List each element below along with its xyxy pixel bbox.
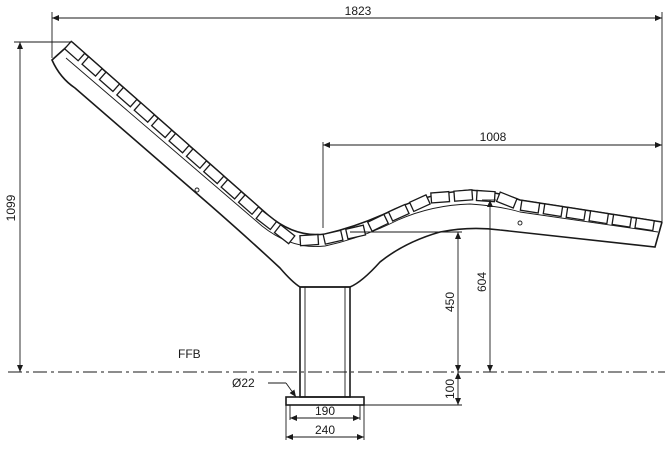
slat <box>366 213 390 233</box>
base-width-dimension: 240 <box>285 405 365 440</box>
slat <box>168 132 191 154</box>
slat <box>430 190 451 204</box>
anchor-diameter-value: Ø22 <box>232 376 255 390</box>
slat <box>237 193 260 216</box>
post-height-value: 450 <box>443 292 457 312</box>
lounger-top-edge <box>71 41 663 236</box>
support-post <box>285 286 365 406</box>
slat <box>408 193 432 213</box>
lounger-body <box>51 41 663 288</box>
overall-length-dimension: 1823 <box>51 4 663 222</box>
mounting-hole <box>194 187 200 193</box>
backrest-height-dimension: 1099 <box>4 41 72 372</box>
slat <box>63 40 86 62</box>
seat-height-value: 604 <box>475 272 489 292</box>
backrest-height-value: 1099 <box>4 194 18 221</box>
slat <box>299 233 320 247</box>
slats <box>63 40 656 247</box>
slat <box>611 213 633 228</box>
slat <box>98 71 121 93</box>
slat <box>519 199 541 214</box>
base-width-value: 240 <box>315 423 335 437</box>
seat-length-dimension: 1008 <box>322 130 662 228</box>
mounting-hole <box>517 220 523 226</box>
slat <box>453 189 474 202</box>
base-height-value: 100 <box>443 379 457 399</box>
slat <box>220 178 243 200</box>
slat <box>634 217 656 232</box>
post <box>299 286 351 398</box>
slat <box>202 163 225 185</box>
slat <box>273 223 296 245</box>
slat <box>115 86 138 108</box>
slat <box>495 191 518 209</box>
overall-length-value: 1823 <box>345 4 372 18</box>
slat <box>150 117 173 139</box>
slat <box>387 203 410 222</box>
post-height-dimension: 450 <box>350 231 462 372</box>
base-height-dimension: 100 <box>364 372 462 406</box>
base-plate <box>285 396 365 406</box>
seat-length-value: 1008 <box>480 130 507 144</box>
floor-reference-label: FFB <box>178 347 201 361</box>
slat <box>133 101 156 124</box>
anchor-diameter-dimension: Ø22 <box>232 376 297 398</box>
slat <box>588 210 610 225</box>
post-width-dimension: 190 <box>289 404 361 421</box>
slat <box>475 189 496 203</box>
slat <box>322 229 344 245</box>
slat <box>542 203 564 218</box>
seat-height-dimension: 604 <box>475 199 496 372</box>
lounger-outer-edge <box>51 41 663 288</box>
slat <box>81 55 104 77</box>
post-width-value: 190 <box>315 404 335 418</box>
slat <box>255 209 278 231</box>
slat <box>185 147 208 170</box>
slat <box>565 206 587 221</box>
